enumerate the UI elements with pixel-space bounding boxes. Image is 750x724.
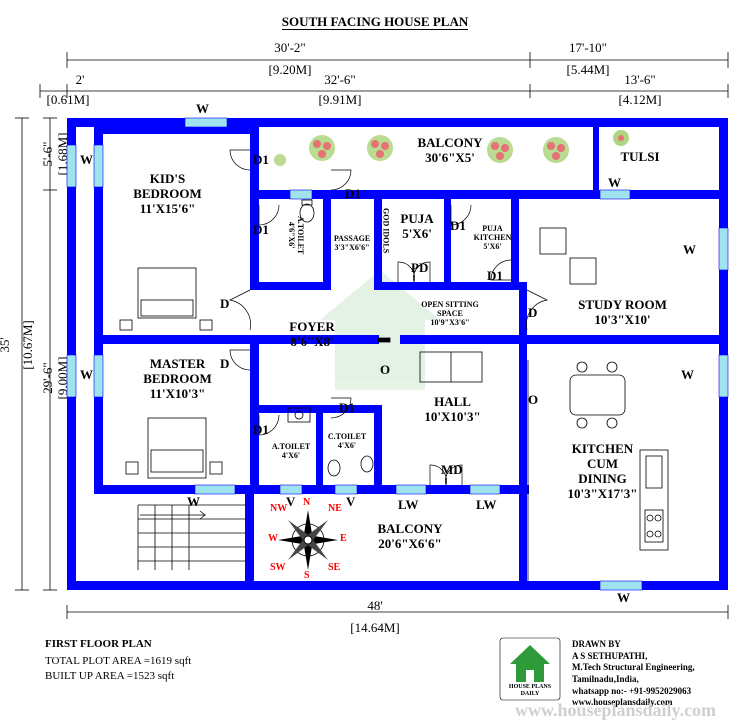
opening-label: O: [528, 392, 539, 407]
window-label: W: [681, 367, 694, 382]
compass-ne: NE: [328, 503, 342, 514]
door-d1-label: D1: [253, 152, 269, 167]
main-door-label: MD: [441, 462, 463, 477]
watermark-text: www.houseplansdaily.com: [515, 700, 717, 720]
door-d1-label: D1: [253, 222, 269, 237]
window-label: W: [683, 242, 696, 257]
compass-nw: NW: [270, 503, 288, 514]
compass-w: W: [268, 533, 278, 544]
opening-label: O: [380, 362, 391, 377]
dim-top-left-m: [9.20M]: [268, 62, 312, 77]
room-god-idols: GOD IDOLS: [381, 208, 391, 254]
window-label: W: [608, 175, 621, 190]
dim-2nd-right-ft: 13'-6": [624, 72, 656, 87]
compass-s: S: [304, 570, 310, 581]
door-d-label: D: [220, 296, 230, 311]
brand-logo: [499, 637, 561, 701]
compass-se: SE: [328, 562, 341, 573]
window-label: W: [617, 590, 630, 605]
compass-e: E: [340, 533, 347, 544]
dim-2nd-left-m: [0.61M]: [46, 92, 90, 107]
watermark-logo: [320, 270, 440, 390]
compass-n: N: [303, 497, 311, 508]
ventilator-label: V: [346, 494, 356, 509]
plants: [274, 130, 629, 166]
room-tulsi: TULSI: [620, 149, 660, 164]
page-title: SOUTH FACING HOUSE PLAN: [281, 14, 469, 30]
credits: DRAWN BY A S SETHUPATHI, M.Tech Structur…: [572, 639, 695, 708]
door-d1-label: D1: [487, 268, 503, 283]
window-label: W: [80, 152, 93, 167]
compass-icon: [278, 510, 338, 570]
window-label: W: [187, 494, 200, 509]
dim-top-right-m: [5.44M]: [566, 62, 610, 77]
dim-2nd-mid-m: [9.91M]: [318, 92, 362, 107]
door-d1-label: D1: [253, 422, 269, 437]
large-window-label: LW: [398, 497, 419, 512]
compass-sw: SW: [270, 562, 286, 573]
dim-2nd-left-ft: 2': [75, 72, 85, 87]
dim-2nd-mid-ft: 32'-6": [324, 72, 356, 87]
large-window-label: LW: [476, 497, 497, 512]
dim-2nd-right-m: [4.12M]: [618, 92, 662, 107]
window-label: W: [196, 101, 209, 116]
dim-bottom-ft: 48': [367, 598, 383, 613]
plot-area: TOTAL PLOT AREA =1619 sqft: [45, 655, 192, 667]
window-label: W: [80, 367, 93, 382]
built-area: BUILT UP AREA =1523 sqft: [45, 670, 175, 682]
door-d1-label: D1: [450, 218, 466, 233]
door-d1-label: D1: [345, 186, 361, 201]
dim-top-left-ft: 30'-2": [274, 40, 306, 55]
puja-door-label: PD: [411, 260, 429, 275]
door-d1-label: D1: [339, 400, 355, 415]
door-d-label: D: [220, 356, 230, 371]
door-d-label: D: [528, 305, 538, 320]
ventilator-label: V: [286, 494, 296, 509]
dim-top-right-ft: 17'-10": [569, 40, 607, 55]
dim-bottom-m: [14.64M]: [350, 620, 400, 635]
floor-label: FIRST FLOOR PLAN: [45, 638, 152, 650]
